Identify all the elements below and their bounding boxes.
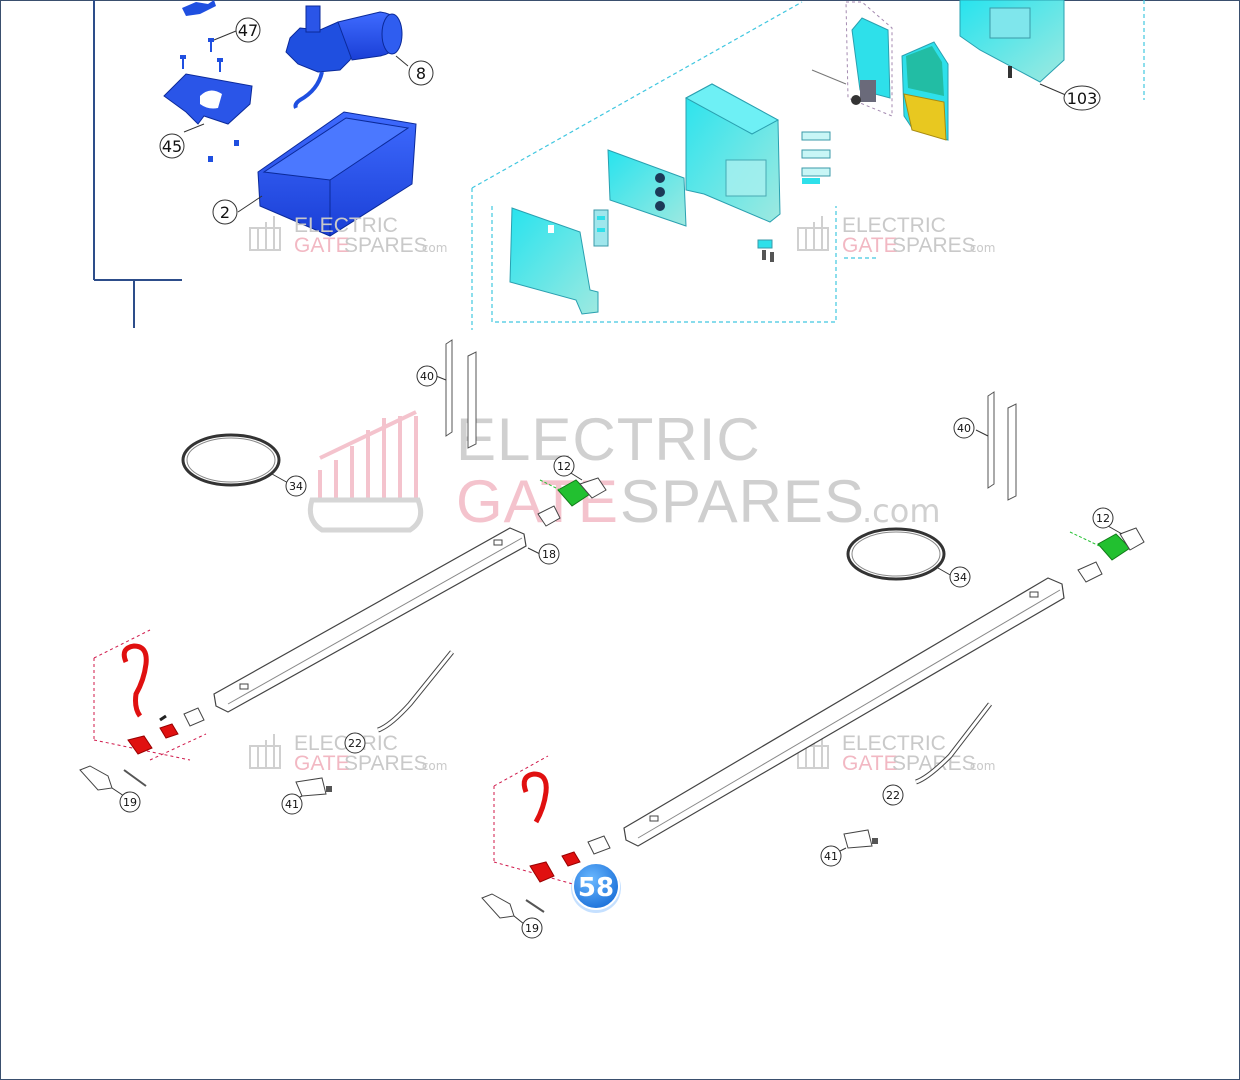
control-box-103 [959, 0, 1069, 97]
part-callout-22-right: 22 [882, 784, 904, 806]
part-callout-8: 8 [408, 60, 434, 86]
bracket-41-right [837, 829, 878, 853]
watermark-line2b: SPARES [892, 234, 976, 257]
red-limit-assembly-right [493, 755, 611, 887]
plate-45 [163, 73, 253, 162]
watermark-line2b: SPARES [892, 752, 976, 775]
bracket-41-left [293, 777, 332, 801]
part-callout-103: 103 [1063, 85, 1101, 111]
motor-assembly [285, 5, 409, 109]
watermark-line2a: GATE [842, 234, 898, 257]
pcb-area [811, 1, 949, 141]
rail-right [623, 577, 1065, 847]
svg-text:47: 47 [238, 21, 258, 40]
watermark-line1: ELECTRIC [294, 214, 398, 237]
svg-text:34: 34 [289, 480, 303, 493]
control-enclosure-dashed [471, 0, 1145, 330]
watermark-suffix: .com [966, 759, 995, 773]
watermark-line2a: GATE [294, 752, 350, 775]
svg-text:12: 12 [557, 460, 571, 473]
watermark-line2b: SPARES [344, 234, 428, 257]
part-callout-22-left: 22 [344, 732, 366, 754]
svg-text:18: 18 [542, 548, 556, 561]
clips [593, 209, 609, 247]
control-housing [684, 83, 781, 223]
hanger-brackets-40-right [975, 391, 1017, 501]
part-callout-40-left: 40 [416, 365, 438, 387]
watermark-small-top-left: ELECTRIC GATE SPARES .com [249, 214, 447, 257]
part-callout-2: 2 [212, 199, 238, 225]
keypad-label [607, 149, 687, 227]
connector-strips [801, 131, 831, 184]
watermark-small-top-right: ELECTRIC GATE SPARES .com [797, 214, 995, 257]
svg-text:103: 103 [1067, 89, 1098, 108]
frame-lines [93, 0, 182, 328]
bracket-part [182, 0, 216, 16]
part-callout-47: 47 [235, 17, 261, 43]
carriage-end-right [1069, 525, 1145, 583]
red-limit-assembly-left [93, 629, 207, 761]
svg-text:22: 22 [886, 789, 900, 802]
svg-text:40: 40 [420, 370, 434, 383]
watermark-suffix: .com [418, 241, 447, 255]
watermark-suffix: .com [966, 241, 995, 255]
watermark-large-suffix: .com [862, 492, 941, 530]
svg-text:12: 12 [1096, 512, 1110, 525]
part-callout-34-left: 34 [285, 475, 307, 497]
carriage-end-left [537, 469, 607, 527]
tie-rod-22-right [915, 702, 992, 785]
badge-label: 58 [578, 873, 614, 903]
watermark-line2a: GATE [842, 752, 898, 775]
part-callout-12-left: 12 [553, 455, 575, 477]
cover-panel [509, 207, 599, 315]
watermark-large-center: ELECTRIC GATE SPARES .com [307, 406, 941, 535]
part-callout-18: 18 [538, 543, 560, 565]
svg-text:19: 19 [525, 922, 539, 935]
part-callout-41-right: 41 [820, 845, 842, 867]
svg-text:19: 19 [123, 796, 137, 809]
part-callout-45: 45 [159, 133, 185, 159]
part-callout-41-left: 41 [281, 793, 303, 815]
svg-text:2: 2 [220, 203, 230, 222]
svg-text:41: 41 [285, 798, 299, 811]
mount-19-left [79, 765, 147, 797]
part-callout-12-right: 12 [1092, 507, 1114, 529]
svg-text:22: 22 [348, 737, 362, 750]
rail-18 [213, 527, 541, 713]
mount-19-right [481, 893, 545, 925]
part-callout-34-right: 34 [949, 566, 971, 588]
watermark-line2a: GATE [294, 234, 350, 257]
tie-rod-22-left [377, 650, 454, 733]
belt-loop-34-right [846, 527, 953, 581]
svg-text:8: 8 [416, 64, 426, 83]
screws-47 [180, 30, 237, 72]
watermark-small-bottom-right: ELECTRIC GATE SPARES .com [797, 732, 995, 775]
part-callout-19-right: 19 [521, 917, 543, 939]
small-fasteners [757, 239, 774, 262]
watermark-line1: ELECTRIC [842, 214, 946, 237]
svg-text:40: 40 [957, 422, 971, 435]
hanger-brackets-40-left [435, 339, 477, 449]
part-callout-40-right: 40 [953, 417, 975, 439]
watermark-large-line1: ELECTRIC [456, 406, 761, 473]
svg-text:41: 41 [824, 850, 838, 863]
svg-text:45: 45 [162, 137, 182, 156]
watermark-suffix: .com [418, 759, 447, 773]
hotspot-badge-58[interactable]: 58 [571, 862, 621, 913]
part-callout-19-left: 19 [119, 791, 141, 813]
watermark-large-line2a: GATE [456, 468, 619, 535]
svg-text:34: 34 [953, 571, 967, 584]
belt-loop-34-left [181, 433, 291, 487]
battery-box-2 [237, 111, 417, 237]
watermark-large-line2b: SPARES [620, 468, 865, 535]
watermark-line2b: SPARES [344, 752, 428, 775]
watermark-line1: ELECTRIC [842, 732, 946, 755]
